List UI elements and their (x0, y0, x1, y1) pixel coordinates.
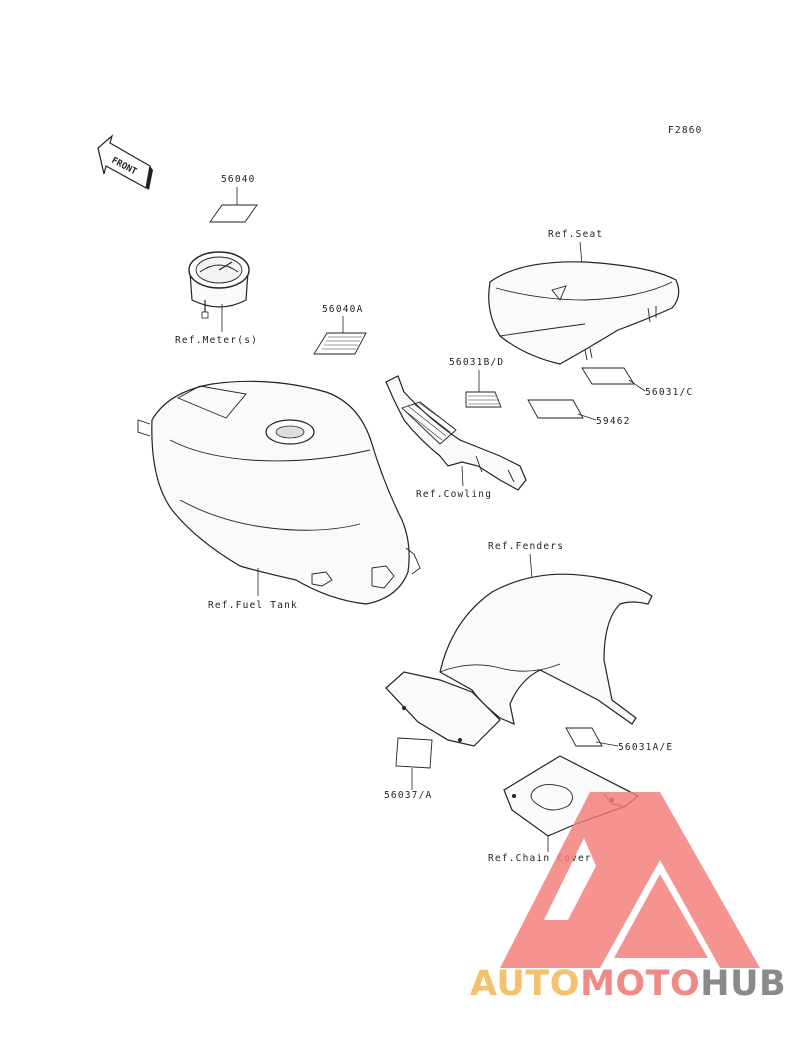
decal-59462 (527, 399, 584, 419)
watermark-triangle-icon (500, 792, 760, 968)
watermark-text: AUTOMOTOHUB (470, 964, 786, 1004)
decal-59462-label: 59462 (596, 416, 631, 427)
decal-56031bd-label: 56031B/D (449, 357, 504, 368)
decal-56040a-label: 56040A (322, 304, 364, 315)
cowling-drawing (385, 375, 527, 491)
fenders-drawing (385, 573, 653, 747)
watermark-hub: HUB (700, 964, 786, 1004)
decal-56031c-label: 56031/C (645, 387, 693, 398)
fuel-tank-drawing (137, 380, 421, 605)
front-arrow-icon: FRONT (97, 134, 153, 190)
decal-56040 (209, 204, 258, 223)
figure-code: F2860 (668, 125, 703, 136)
decal-56031ae (565, 727, 603, 747)
watermark-moto: MOTO (580, 964, 700, 1004)
decal-56031c (581, 367, 635, 385)
decal-56040a (313, 332, 367, 355)
chain-cover-ref-label: Ref.Chain Cover (488, 853, 592, 864)
decal-56037a (395, 737, 433, 769)
decal-56037a-label: 56037/A (384, 790, 432, 801)
fenders-ref-label: Ref.Fenders (488, 541, 564, 552)
watermark-auto: AUTO (470, 964, 580, 1004)
seat-drawing (488, 261, 680, 365)
cowling-ref-label: Ref.Cowling (416, 489, 492, 500)
meter-ref-label: Ref.Meter(s) (175, 335, 258, 346)
fuel-tank-ref-label: Ref.Fuel Tank (208, 600, 298, 611)
decal-56031bd (465, 391, 502, 408)
watermark-logo (500, 792, 760, 968)
decal-56031ae-label: 56031A/E (618, 742, 673, 753)
meter-drawing (188, 251, 250, 319)
seat-ref-label: Ref.Seat (548, 229, 603, 240)
decal-56040-label: 56040 (221, 174, 256, 185)
